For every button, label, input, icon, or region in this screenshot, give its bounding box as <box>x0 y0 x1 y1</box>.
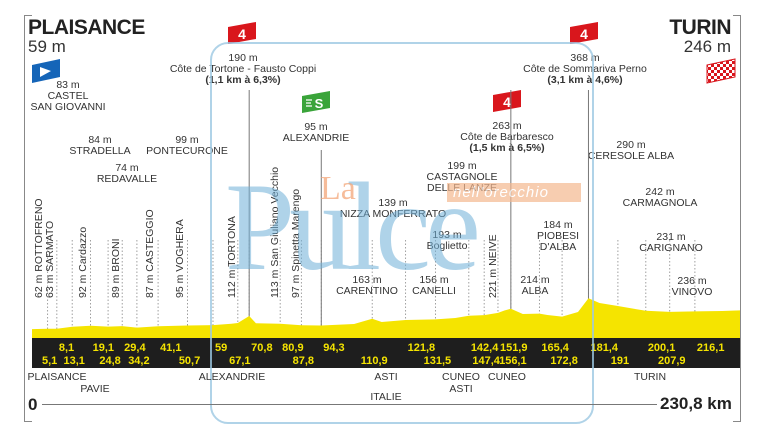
region-label: TURIN <box>633 371 667 383</box>
finish-town: TURIN <box>669 16 731 39</box>
svg-text:4: 4 <box>503 94 511 110</box>
finish-flag-icon <box>706 58 736 84</box>
km-marker-top: 142,4 <box>471 342 499 354</box>
km-marker-bottom: 207,9 <box>658 355 686 367</box>
watermark-la: La <box>320 170 356 207</box>
km-marker-bottom: 147,4 <box>472 355 500 367</box>
distance-start: 0 <box>28 395 38 414</box>
km-marker-top: 19,1 <box>93 342 114 354</box>
km-marker-bottom: 67,1 <box>229 355 250 367</box>
km-marker-top: 165,4 <box>541 342 569 354</box>
region-label: ALEXANDRIE <box>198 371 266 383</box>
watermark-pulce: Pulce <box>225 158 481 297</box>
region-label: PAVIE <box>80 383 110 395</box>
km-marker-top: 59 <box>215 342 227 354</box>
svg-text:S: S <box>315 96 324 111</box>
region-label: PLAISANCE <box>27 371 87 383</box>
climb-label: 190 m Côte de Tortone - Fausto Coppi (1,… <box>169 52 317 86</box>
region-label: CUNEO <box>488 371 526 383</box>
elevation-profile-area <box>32 298 740 338</box>
region-label: ITALIE <box>370 391 402 403</box>
watermark-nell-orecchio: nell'orecchio <box>447 183 581 202</box>
start-altitude: 59 m <box>28 37 66 56</box>
climb-cat4-flag-icon: 4 <box>493 90 521 112</box>
svg-text:4: 4 <box>580 26 588 42</box>
km-marker-bottom: 50,7 <box>179 355 200 367</box>
km-marker-bottom: 156,1 <box>499 355 527 367</box>
sprint-flag-icon: S <box>302 91 330 113</box>
km-marker-top: 8,1 <box>59 342 74 354</box>
km-marker-top: 216,1 <box>697 342 725 354</box>
km-marker-top: 181,4 <box>590 342 618 354</box>
region-label: CUNEO <box>442 371 480 383</box>
start-flag-icon <box>32 59 60 83</box>
km-marker-bottom: 5,1 <box>42 355 57 367</box>
region-label: ASTI <box>374 371 398 383</box>
km-marker-bottom: 191 <box>611 355 629 367</box>
km-marker-top: 29,4 <box>124 342 146 354</box>
km-marker-bottom: 87,8 <box>293 355 314 367</box>
km-marker-top: 41,1 <box>160 342 181 354</box>
distance-axis <box>42 404 657 405</box>
climb-cat4-flag-icon: 4 <box>228 22 256 44</box>
km-marker-bottom: 24,8 <box>99 355 120 367</box>
km-marker-top: 80,9 <box>282 342 303 354</box>
climb-label: 263 m Côte de Barbaresco (1,5 km à 6,5%) <box>460 120 554 154</box>
km-marker-bottom: 34,2 <box>128 355 149 367</box>
distance-end: 230,8 km <box>660 394 732 413</box>
km-marker-bottom: 131,5 <box>424 355 452 367</box>
sprint-label: 95 m ALEXANDRIE <box>282 121 350 144</box>
km-marker-top: 70,8 <box>251 342 272 354</box>
finish-altitude: 246 m <box>683 37 731 56</box>
km-band <box>32 338 740 368</box>
km-marker-bottom: 172,8 <box>550 355 578 367</box>
km-marker-bottom: 110,9 <box>361 355 388 367</box>
svg-text:4: 4 <box>238 26 246 42</box>
region-label: ASTI <box>449 383 473 395</box>
km-marker-top: 200,1 <box>648 342 676 354</box>
km-marker-top: 94,3 <box>323 342 344 354</box>
watermark-frame <box>210 42 594 424</box>
climb-cat4-flag-icon: 4 <box>570 22 598 44</box>
km-marker-top: 151,9 <box>500 342 528 354</box>
right-frame <box>733 15 741 422</box>
left-frame <box>24 15 32 422</box>
start-town: PLAISANCE <box>28 16 145 39</box>
km-marker-bottom: 13,1 <box>63 355 84 367</box>
km-marker-top: 121,8 <box>408 342 436 354</box>
